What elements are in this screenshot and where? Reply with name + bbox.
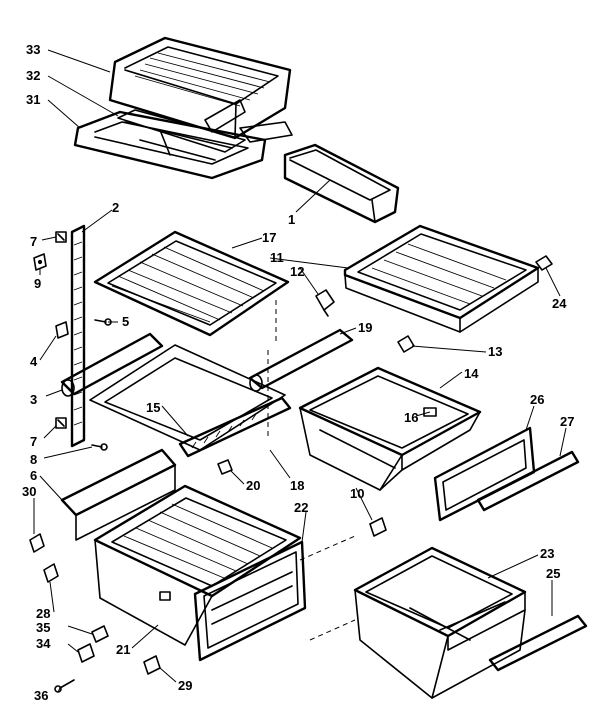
callout-29: 29 — [178, 678, 192, 693]
callout-6: 6 — [30, 468, 37, 483]
part-8-screw — [91, 443, 108, 451]
part-27-trim — [476, 450, 580, 512]
part-15-trim-strip — [178, 396, 292, 458]
part-2-vertical-rail — [70, 224, 86, 448]
part-29-clip — [143, 655, 161, 675]
callout-16: 16 — [404, 410, 418, 425]
callout-8: 8 — [30, 452, 37, 467]
alignment-line-b — [309, 619, 356, 641]
part-16-bin-divider — [423, 407, 437, 417]
part-12-bracket — [315, 289, 335, 317]
callout-31: 31 — [26, 92, 40, 107]
callout-7b: 7 — [30, 434, 37, 449]
callout-10: 10 — [350, 486, 364, 501]
callout-9: 9 — [34, 276, 41, 291]
alignment-line-a — [299, 535, 356, 561]
callout-23: 23 — [540, 546, 554, 561]
callout-12: 12 — [290, 264, 304, 279]
callout-34: 34 — [36, 636, 51, 651]
callout-32: 32 — [26, 68, 40, 83]
part-3-front-rail — [60, 332, 164, 397]
callout-26: 26 — [530, 392, 544, 407]
part-25-trim — [488, 614, 588, 672]
part-31-drawer-frame — [73, 110, 293, 180]
callout-4: 4 — [30, 354, 38, 369]
callout-25: 25 — [546, 566, 560, 581]
part-17-glass-shelf — [93, 230, 290, 337]
callout-14: 14 — [464, 366, 479, 381]
part-24-bracket — [535, 255, 553, 271]
callout-21: 21 — [116, 642, 130, 657]
part-7-clip-upper — [55, 231, 67, 243]
part-10-clip — [369, 517, 387, 537]
leader-lines — [33, 49, 567, 693]
callout-17: 17 — [262, 230, 276, 245]
callout-36: 36 — [34, 688, 48, 703]
part-23-lower-bin — [353, 546, 527, 699]
callout-11: 11 — [270, 250, 284, 265]
part-6-lower-rail — [60, 448, 177, 541]
part-22-crisper-front — [193, 540, 307, 662]
part-21-crisper-pan — [93, 484, 302, 646]
part-28-clip — [43, 563, 59, 583]
callout-35: 35 — [36, 620, 50, 635]
callout-27: 27 — [560, 414, 574, 429]
part-13-bracket — [397, 335, 415, 353]
part-30-cap — [29, 533, 45, 553]
part-33-upper-pan — [108, 36, 292, 140]
part-34-cap — [77, 643, 95, 663]
callout-19: 19 — [358, 320, 372, 335]
part-19-round-rail — [248, 328, 354, 392]
callout-22: 22 — [294, 500, 308, 515]
callout-1: 1 — [288, 212, 295, 227]
part-1-small-bin — [283, 143, 400, 224]
part-36-screw — [54, 679, 75, 693]
part-35-roller — [91, 625, 109, 643]
part-7-clip-lower — [55, 417, 67, 429]
part-4-cap — [55, 321, 69, 339]
part-18-shelf-frame — [89, 300, 286, 451]
callout-28: 28 — [36, 606, 50, 621]
part-14-middle-bin — [298, 366, 482, 491]
callout-2: 2 — [112, 200, 119, 215]
callout-13: 13 — [488, 344, 502, 359]
part-9-bracket — [33, 253, 47, 271]
callout-labels: 33 32 31 1 2 7 9 17 11 12 24 5 4 19 13 1… — [22, 42, 574, 703]
callout-15: 15 — [146, 400, 160, 415]
part-11-right-shelf — [343, 224, 540, 333]
callout-30: 30 — [22, 484, 36, 499]
callout-33: 33 — [26, 42, 40, 57]
callout-18: 18 — [290, 478, 304, 493]
part-20-clip — [217, 459, 233, 475]
callout-24: 24 — [552, 296, 567, 311]
callout-20: 20 — [246, 478, 260, 493]
callout-7a: 7 — [30, 234, 37, 249]
callout-3: 3 — [30, 392, 37, 407]
callout-5: 5 — [122, 314, 129, 329]
